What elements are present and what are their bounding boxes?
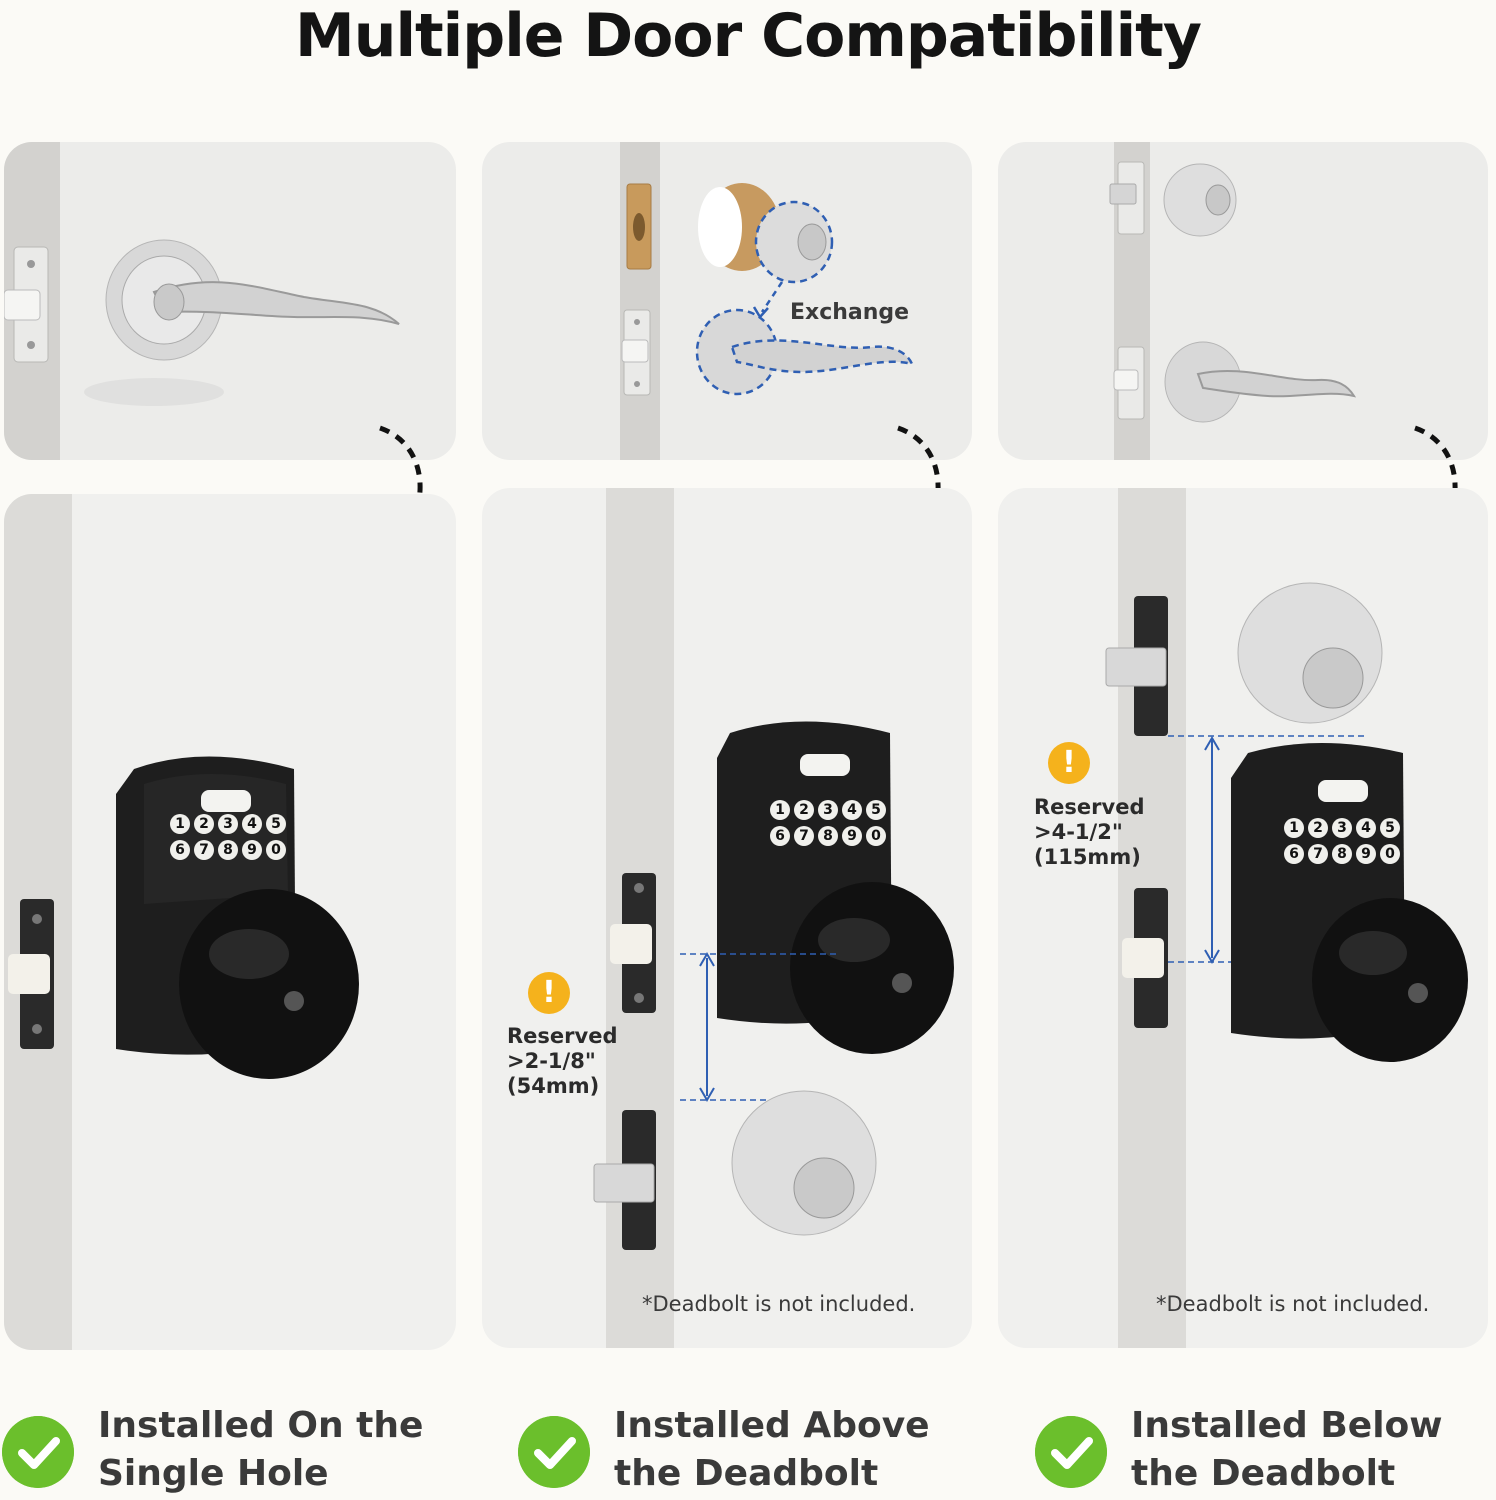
reserved-label: Reserved — [1034, 795, 1145, 819]
caption-above-deadbolt: Installed Above the Deadbolt — [518, 1402, 978, 1500]
top-panel-above-deadbolt: Exchange — [482, 142, 972, 460]
lever-handle-image — [4, 239, 400, 406]
keypad: 1 2 3 4 5 6 7 8 9 0 — [170, 814, 300, 860]
keypad-key[interactable]: 2 — [194, 814, 214, 834]
caption-single-hole: Installed On the Single Hole — [2, 1402, 462, 1500]
keypad-row-1: 1 2 3 4 5 — [170, 814, 300, 834]
keypad-key[interactable]: 2 — [1308, 818, 1328, 838]
keypad-row-1: 1 2 3 4 5 — [770, 800, 900, 820]
keypad-lock-above-deadbolt-image — [593, 721, 954, 1250]
keypad-key[interactable]: 9 — [242, 840, 262, 860]
deadbolt-note: *Deadbolt is not included. — [642, 1292, 916, 1316]
reserved-annotation-below: Reserved >4-1/2" (115mm) — [1034, 795, 1144, 870]
caption-line-2: the Deadbolt — [1131, 1453, 1396, 1494]
keypad-key[interactable]: 4 — [242, 814, 262, 834]
keypad-key[interactable]: 8 — [1332, 844, 1352, 864]
caption-line-1: Installed On the — [98, 1405, 424, 1446]
keypad-key[interactable]: 9 — [842, 826, 862, 846]
caption-line-2: the Deadbolt — [614, 1453, 879, 1494]
keypad-key[interactable]: 1 — [770, 800, 790, 820]
deadbolt-note: *Deadbolt is not included. — [1156, 1292, 1430, 1316]
keypad-key[interactable]: 1 — [170, 814, 190, 834]
caption-text: Installed Below the Deadbolt — [1131, 1402, 1443, 1498]
caption-text: Installed On the Single Hole — [98, 1402, 423, 1498]
exchange-image — [621, 183, 915, 396]
check-circle-icon — [2, 1416, 74, 1488]
reserved-metric: (115mm) — [1034, 845, 1141, 869]
keypad-key[interactable]: 6 — [170, 840, 190, 860]
keypad-lock-image — [8, 756, 359, 1079]
keypad-row-2: 6 7 8 9 0 — [170, 840, 300, 860]
check-circle-icon — [1035, 1416, 1107, 1488]
keypad-key[interactable]: 7 — [794, 826, 814, 846]
keypad-row-2: 6 7 8 9 0 — [770, 826, 900, 846]
caption-text: Installed Above the Deadbolt — [614, 1402, 930, 1498]
top-panel-below-deadbolt — [998, 142, 1488, 460]
keypad-key[interactable]: 6 — [770, 826, 790, 846]
keypad-key[interactable]: 5 — [1380, 818, 1400, 838]
caption-line-1: Installed Below — [1131, 1405, 1443, 1446]
keypad-lock-below-deadbolt-image — [1105, 582, 1468, 1062]
keypad-key[interactable]: 1 — [1284, 818, 1304, 838]
keypad-key[interactable]: 2 — [794, 800, 814, 820]
keypad-key[interactable]: 3 — [818, 800, 838, 820]
keypad-key[interactable]: 5 — [266, 814, 286, 834]
keypad: 1 2 3 4 5 6 7 8 9 0 — [770, 800, 900, 846]
keypad-key[interactable]: 0 — [1380, 844, 1400, 864]
keypad-key[interactable]: 3 — [218, 814, 238, 834]
reserved-metric: (54mm) — [507, 1074, 600, 1098]
keypad-key[interactable]: 6 — [1284, 844, 1304, 864]
warning-icon: ! — [1048, 742, 1090, 784]
keypad-key[interactable]: 8 — [818, 826, 838, 846]
reserved-distance: >2-1/8" — [507, 1049, 596, 1073]
deadbolt-lever-image — [1109, 161, 1357, 423]
caption-line-2: Single Hole — [98, 1453, 329, 1494]
keypad-row-2: 6 7 8 9 0 — [1284, 844, 1414, 864]
keypad-row-1: 1 2 3 4 5 — [1284, 818, 1414, 838]
caption-below-deadbolt: Installed Below the Deadbolt — [1035, 1402, 1490, 1500]
keypad-key[interactable]: 0 — [266, 840, 286, 860]
check-circle-icon — [518, 1416, 590, 1488]
keypad: 1 2 3 4 5 6 7 8 9 0 — [1284, 818, 1414, 864]
reserved-distance: >4-1/2" — [1034, 820, 1123, 844]
keypad-key[interactable]: 8 — [218, 840, 238, 860]
keypad-key[interactable]: 7 — [194, 840, 214, 860]
top-panel-single-hole — [4, 142, 456, 460]
reserved-label: Reserved — [507, 1024, 618, 1048]
keypad-key[interactable]: 9 — [1356, 844, 1376, 864]
reserved-annotation-above: Reserved >2-1/8" (54mm) — [507, 1024, 617, 1099]
keypad-key[interactable]: 7 — [1308, 844, 1328, 864]
warning-icon: ! — [528, 972, 570, 1014]
keypad-key[interactable]: 0 — [866, 826, 886, 846]
lower-panel-single-hole: 1 2 3 4 5 6 7 8 9 0 — [4, 494, 456, 1350]
exchange-label: Exchange — [790, 300, 910, 325]
caption-line-1: Installed Above — [614, 1405, 930, 1446]
keypad-key[interactable]: 5 — [866, 800, 886, 820]
keypad-key[interactable]: 3 — [1332, 818, 1352, 838]
keypad-key[interactable]: 4 — [842, 800, 862, 820]
lower-panel-below-deadbolt: 1 2 3 4 5 6 7 8 9 0 *Deadbolt is not inc… — [998, 488, 1488, 1348]
keypad-key[interactable]: 4 — [1356, 818, 1376, 838]
page-title: Multiple Door Compatibility — [295, 1, 1202, 71]
lower-panel-above-deadbolt: 1 2 3 4 5 6 7 8 9 0 *Deadbolt is not inc… — [482, 488, 972, 1348]
